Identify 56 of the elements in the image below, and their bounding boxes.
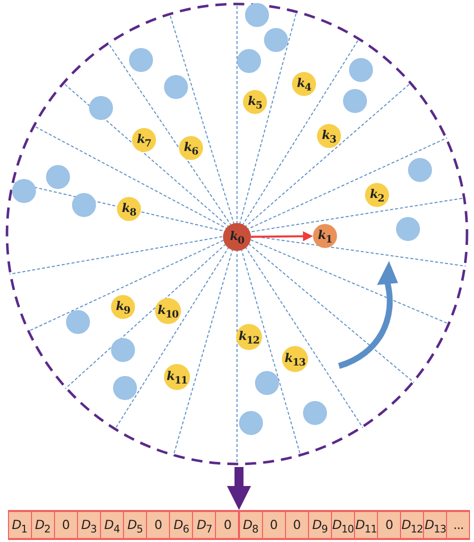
data-point [239, 411, 263, 435]
arrow [250, 231, 313, 242]
array-cell: D$_{3}$ [76, 511, 101, 539]
data-point [349, 58, 373, 82]
array-cell: 0 [377, 511, 402, 539]
array-cell: 0 [262, 511, 286, 539]
array-cell: D$_{13}$ [423, 511, 448, 539]
array-cell: D$_{12}$ [400, 511, 424, 539]
array-cell: D$_{1}$ [8, 511, 32, 539]
arrow [227, 467, 251, 510]
array-cell: D$_{6}$ [169, 511, 194, 539]
neighbor-point: k$_{12}$ [236, 324, 262, 350]
array-cell: D$_{7}$ [192, 511, 216, 539]
array-cell: D$_{10}$ [330, 511, 355, 539]
data-point [89, 96, 113, 120]
array-cell: ... [446, 511, 470, 539]
data-point [255, 371, 279, 395]
neighbor-point: k$_{6}$ [179, 136, 203, 160]
neighbor-point: k$_{3}$ [317, 124, 341, 148]
data-point [113, 376, 137, 400]
data-point [396, 217, 420, 241]
array-cell: D$_{4}$ [100, 511, 124, 539]
array-cell: D$_{9}$ [308, 511, 332, 539]
data-point [129, 48, 153, 72]
center-point: k$_{0}$ [223, 223, 251, 251]
neighbor-point: k$_{7}$ [132, 128, 156, 152]
array-cell: 0 [146, 511, 170, 539]
data-point [12, 179, 36, 203]
data-point [46, 165, 70, 189]
data-point [303, 401, 327, 425]
neighbor-point: k$_{1}$ [313, 224, 337, 248]
array-cell: 0 [54, 511, 78, 539]
neighbor-point: k$_{8}$ [117, 197, 141, 221]
data-point [164, 75, 188, 99]
array-cell: D$_{5}$ [123, 511, 148, 539]
data-point [72, 193, 96, 217]
neighbor-point: k$_{5}$ [243, 90, 267, 114]
array-cell: D$_{11}$ [354, 511, 378, 539]
data-point [66, 310, 90, 334]
data-point [343, 89, 367, 113]
data-point [111, 338, 135, 362]
data-point [245, 3, 269, 27]
data-point [408, 158, 432, 182]
neighbor-point: k$_{11}$ [164, 364, 190, 390]
data-point [264, 28, 288, 52]
array-cell: D$_{8}$ [238, 511, 263, 539]
array-cell: D$_{2}$ [30, 511, 55, 539]
array-cell: 0 [284, 511, 309, 539]
data-point [237, 49, 261, 73]
array-bar [8, 510, 470, 540]
neighbor-point: k$_{4}$ [292, 72, 316, 96]
neighbor-point: k$_{9}$ [111, 295, 135, 319]
array-cell: 0 [215, 511, 240, 539]
neighbor-point: k$_{13}$ [282, 346, 308, 372]
neighbor-point: k$_{2}$ [365, 183, 389, 207]
neighbor-point: k$_{10}$ [155, 298, 181, 324]
